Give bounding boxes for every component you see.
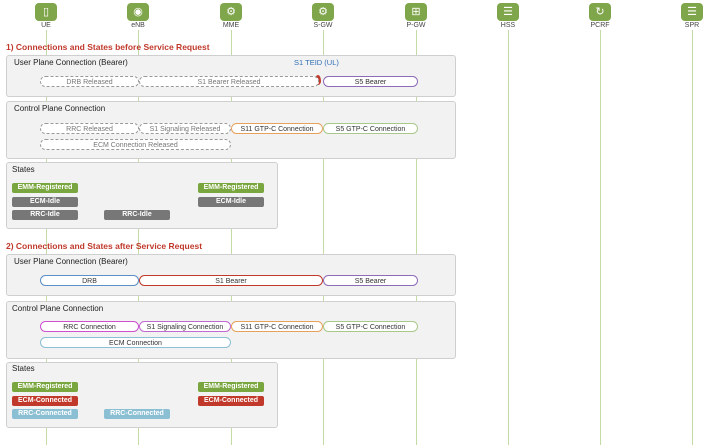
node-label: MME [222,22,240,29]
pipe-s1-signaling-connection: S1 Signaling Connection [139,321,231,332]
pipe-s1-bearer-released: S1 Bearer Released [139,76,319,87]
node-label: P-GW [406,22,426,29]
gateway-icon: ⚙ [312,3,334,21]
panel-title: States [12,364,35,373]
gateway-icon: ⊞ [405,3,427,21]
badge-ue-rrc-idle: RRC-Idle [12,210,78,220]
node-mme: ⚙MME [215,3,247,29]
node-spr: ☰SPR [676,3,708,29]
pipe-s11-gtpc: S11 GTP-C Connection [231,123,323,134]
badge-ue-emm-registered: EMM-Registered [12,183,78,193]
badge-ue-ecm-connected: ECM-Connected [12,396,78,406]
node-hss: ☰HSS [492,3,524,29]
pipe-s11-gtpc: S11 GTP-C Connection [231,321,323,332]
gear-icon: ⚙ [220,3,242,21]
pipe-s5-bearer: S5 Bearer [323,275,418,286]
pipe-rrc-released: RRC Released [40,123,139,134]
badge-mme-emm-registered: EMM-Registered [198,183,264,193]
section-title-before: 1) Connections and States before Service… [6,42,210,52]
pipe-s1-signaling-released: S1 Signaling Released [139,123,231,134]
section-title-after: 2) Connections and States after Service … [6,241,203,251]
badge-mme-ecm-idle: ECM-Idle [198,197,264,207]
node-ue: ▯UE [30,3,62,29]
node-label: HSS [500,22,516,29]
node-label: UE [41,22,51,29]
badge-ue-ecm-idle: ECM-Idle [12,197,78,207]
pipe-ecm-released: ECM Connection Released [40,139,231,150]
lifeline-spr [692,30,693,445]
badge-mme-emm-registered: EMM-Registered [198,382,264,392]
phone-icon: ▯ [35,3,57,21]
node-enb: ◉eNB [122,3,154,29]
teid-label: S1 TEID (UL) [294,58,339,67]
pipe-s5-bearer: S5 Bearer [323,76,418,87]
lifeline-pgw [416,30,417,445]
node-label: S-GW [313,22,333,29]
panel-title: User Plane Connection (Bearer) [14,257,128,266]
node-label: eNB [131,22,145,29]
antenna-icon: ◉ [127,3,149,21]
lifeline-mme [231,30,232,445]
badge-ue-rrc-connected: RRC-Connected [12,409,78,419]
pipe-drb: DRB [40,275,139,286]
panel-title: Control Plane Connection [14,104,106,113]
lifeline-ue [46,30,47,445]
node-sgw: ⚙S-GW [307,3,339,29]
pipe-s5-gtpc: S5 GTP-C Connection [323,123,418,134]
lifeline-sgw [323,30,324,445]
badge-ue-emm-registered: EMM-Registered [12,382,78,392]
node-pcrf: ↻PCRF [584,3,616,29]
policy-icon: ↻ [589,3,611,21]
pipe-s5-gtpc: S5 GTP-C Connection [323,321,418,332]
pipe-ecm-connection: ECM Connection [40,337,231,348]
pipe-s1-bearer: S1 Bearer [139,275,323,286]
badge-mme-ecm-connected: ECM-Connected [198,396,264,406]
lifeline-hss [508,30,509,445]
node-pgw: ⊞P-GW [400,3,432,29]
pipe-drb-released: DRB Released [40,76,139,87]
database-icon: ☰ [681,3,703,21]
badge-enb-rrc-idle: RRC-Idle [104,210,170,220]
panel-title: States [12,165,35,174]
pipe-rrc-connection: RRC Connection [40,321,139,332]
badge-enb-rrc-connected: RRC-Connected [104,409,170,419]
panel-title: User Plane Connection (Bearer) [14,58,128,67]
node-label: PCRF [590,22,610,29]
lifeline-pcrf [600,30,601,445]
node-label: SPR [684,22,700,29]
panel-title: Control Plane Connection [12,304,104,313]
database-icon: ☰ [497,3,519,21]
lifeline-enb [138,30,139,445]
